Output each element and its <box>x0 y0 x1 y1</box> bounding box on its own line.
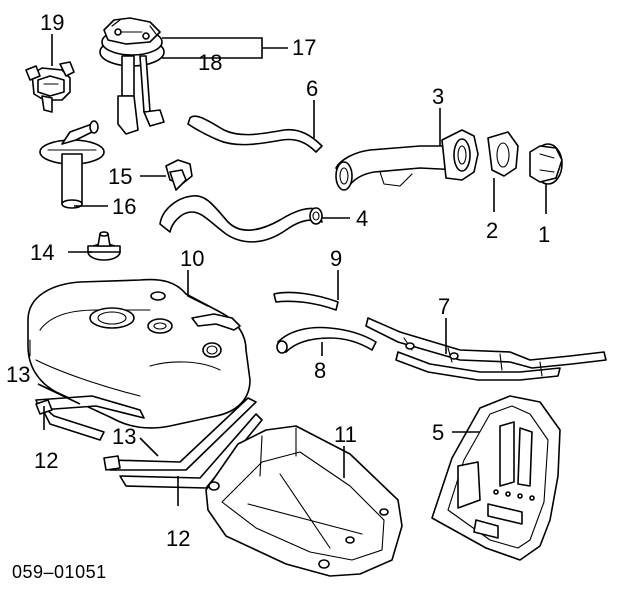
part-14-valve <box>87 231 121 261</box>
part-6-hose <box>187 115 323 153</box>
part-12-13-straps-left <box>35 395 145 441</box>
part-8-hose <box>276 326 377 354</box>
callout-11: 11 <box>334 422 357 447</box>
callout-3: 3 <box>432 84 444 109</box>
diagram-reference-code: 059–01051 <box>12 562 107 582</box>
part-2-gasket <box>487 131 519 177</box>
part-15-clip <box>165 159 193 191</box>
callout-2: 2 <box>486 218 498 243</box>
part-4-hose <box>159 195 323 243</box>
part-3-filler-neck <box>335 129 479 191</box>
part-16-sender-unit <box>39 120 105 209</box>
callout-1: 1 <box>538 222 550 247</box>
callout-17: 17 <box>292 35 316 60</box>
callout-10: 10 <box>180 246 204 271</box>
callout-5: 5 <box>432 420 444 445</box>
callout-14: 14 <box>30 240 54 265</box>
callout-6: 6 <box>306 76 318 101</box>
callout-13-center: 13 <box>112 424 136 449</box>
leader-lines <box>37 34 547 506</box>
callout-labels: 19 17 18 6 3 15 16 2 1 4 14 10 9 7 8 13 … <box>6 10 550 551</box>
callout-8: 8 <box>314 358 326 383</box>
part-11-skid-plate <box>205 425 403 577</box>
callout-13-left: 13 <box>6 362 30 387</box>
part-1-fuel-cap <box>529 143 563 185</box>
callout-16: 16 <box>112 194 136 219</box>
part-10-fuel-tank <box>27 278 251 429</box>
callout-4: 4 <box>356 206 368 231</box>
part-17-18-fuel-pump <box>99 17 165 135</box>
callout-19: 19 <box>40 10 64 35</box>
part-7-fuel-lines <box>365 317 607 381</box>
callout-9: 9 <box>330 246 342 271</box>
callout-12-left: 12 <box>34 448 58 473</box>
part-9-hose <box>273 291 339 311</box>
callout-15: 15 <box>108 164 132 189</box>
part-19-regulator <box>25 61 75 113</box>
callout-7: 7 <box>438 294 450 319</box>
part-5-heat-shield <box>431 395 561 561</box>
callout-12-center: 12 <box>166 526 190 551</box>
callout-18: 18 <box>198 50 222 75</box>
